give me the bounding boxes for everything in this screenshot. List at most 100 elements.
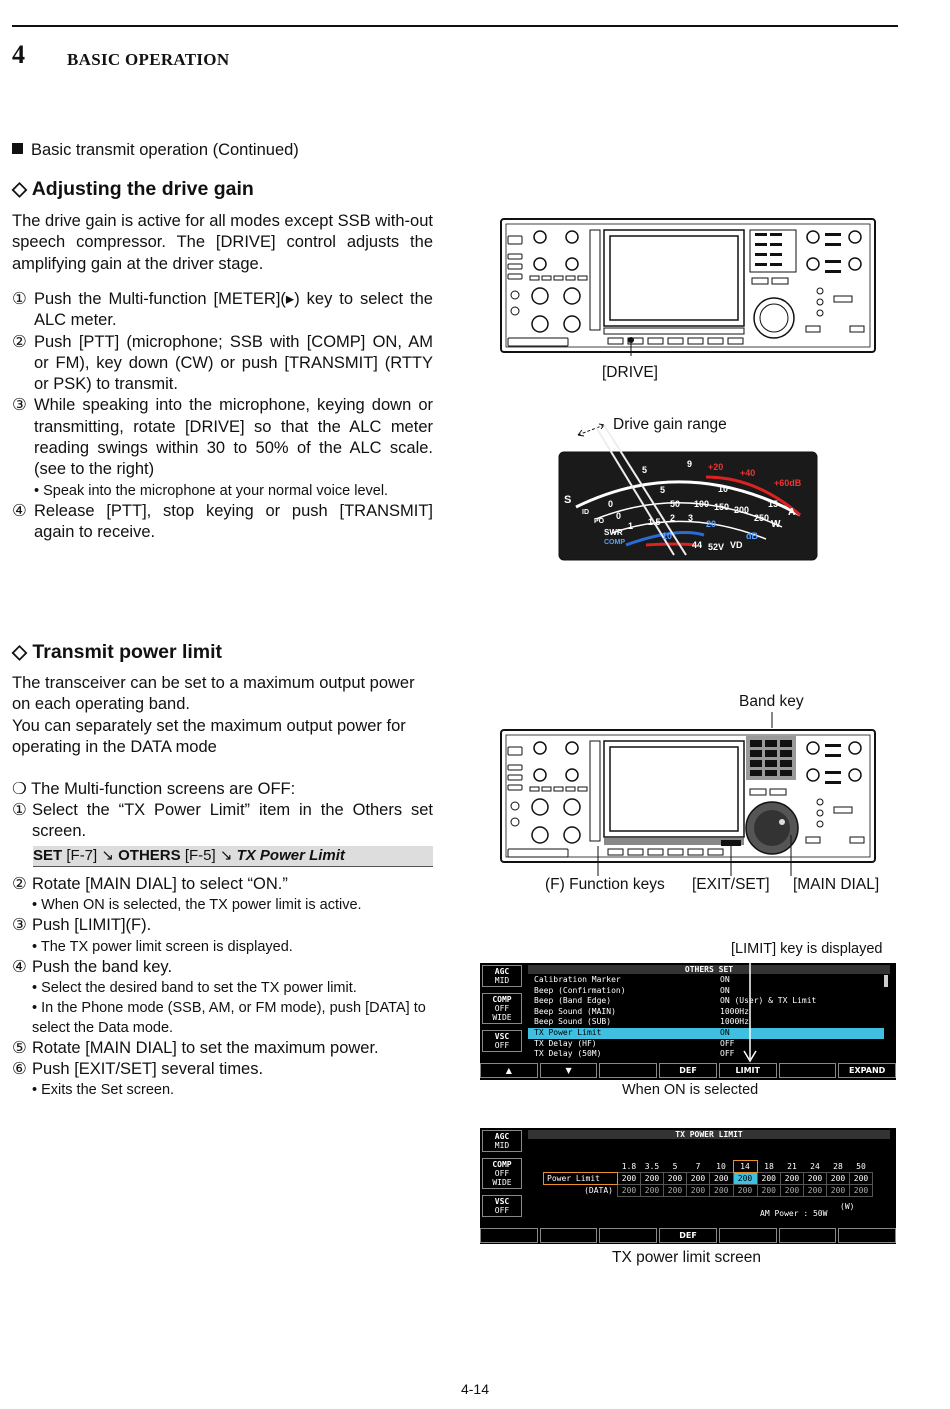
limit-key-displayed-label: [LIMIT] key is displayed [731,941,883,957]
band-header: 3.5 [644,1161,660,1171]
up-key[interactable]: ▲ [480,1063,538,1078]
svg-text:10: 10 [662,531,672,541]
band-header-selected: 14 [732,1160,758,1173]
svg-text:PO: PO [594,518,605,525]
list-item[interactable]: Beep (Confirmation)ON [534,985,730,995]
meter-scale-text: S 5 9 +20 +40 +60dB 0 5 50 100 150 200 2… [564,459,802,552]
tx-limit-intro: The transceiver can be set to a maximum … [12,674,415,756]
function-key-blank[interactable] [539,1228,598,1243]
svg-text:COMP: COMP [604,539,625,546]
scrollbar[interactable] [884,975,888,987]
svg-text:15: 15 [768,499,778,509]
unit-label: (W) [840,1202,855,1211]
tx-power-limit-screen-caption: TX power limit screen [612,1249,762,1266]
tx-power-limit-title: TX POWER LIMIT [528,1130,890,1139]
drive-gain-heading: ◇ Adjusting the drive gain [12,178,254,200]
circle-bullet-icon: ❍ [12,780,27,798]
tx-power-limit-heading: ◇ Transmit power limit [12,641,223,663]
multi-function-off: ❍ The Multi-function screens are OFF: [12,780,296,798]
svg-text:S: S [564,494,571,506]
square-bullet-icon [12,143,23,154]
band-header: 10 [716,1161,726,1171]
step-note: • When ON is selected, the TX power limi… [32,897,362,914]
list-item[interactable]: Beep (Band Edge)ON (User) & TX Limit [534,996,817,1006]
function-key-blank[interactable] [778,1063,837,1078]
row-label: (DATA) [584,1186,613,1196]
band-header: 1.8 [621,1161,637,1171]
diamond-icon: ◇ [12,641,27,663]
function-key-blank[interactable] [778,1228,837,1243]
svg-text:A: A [788,507,795,518]
svg-text:52V: 52V [708,542,724,552]
svg-text:20: 20 [706,519,716,529]
chapter-title: BASIC OPERATION [67,50,230,69]
function-key-row: ▲ ▼ DEF LIMIT EXPAND [480,1063,897,1078]
function-key-blank[interactable] [599,1063,658,1078]
svg-text:50: 50 [670,499,680,509]
list-item[interactable]: TX Delay (50M)OFF [534,1049,735,1059]
function-key-row: DEF [480,1228,897,1243]
main-dial-label: [MAIN DIAL] [793,876,880,893]
function-key-blank[interactable] [838,1228,897,1243]
page-number: 4-14 [460,1381,490,1397]
svg-text:2: 2 [670,513,675,523]
list-item[interactable]: TX Delay (HF)OFF [534,1038,735,1048]
svg-text:0: 0 [616,511,621,521]
expand-key[interactable]: EXPAND [838,1063,897,1078]
others-set-title: OTHERS SET [528,965,890,974]
def-key[interactable]: DEF [659,1063,717,1078]
diamond-icon: ◇ [12,178,27,200]
table-row: Power Limit 200 200 200 200 200 200 200 … [543,1172,873,1185]
drive-gain-range-label: Drive gain range [613,416,727,433]
down-key[interactable]: ▼ [539,1063,598,1078]
band-header: 24 [810,1161,820,1171]
am-power-label: AM Power : 50W [760,1209,828,1218]
limit-key[interactable]: LIMIT [718,1063,777,1078]
svg-text:SWR: SWR [604,528,623,537]
list-item[interactable]: Beep Sound (SUB)1000Hz [534,1017,749,1027]
svg-text:44: 44 [692,540,702,550]
step-note: • Speak into the microphone at your norm… [34,482,389,499]
function-key-blank[interactable] [480,1228,538,1243]
table-row: (DATA) 200 200 200 200 200 200 200 200 2… [544,1184,873,1197]
transceiver-illustration-2 [500,712,876,876]
svg-text:5: 5 [660,485,665,495]
band-header: 21 [787,1161,797,1171]
band-header: 50 [856,1161,866,1171]
function-keys-label: (F) Function keys [545,876,665,893]
power-limit-table: 1.8 3.5 5 7 10 14 18 21 24 28 50 Power L… [543,1160,873,1197]
svg-text:ID: ID [582,509,589,516]
step-note: • Select the desired band to set the TX … [32,979,357,996]
svg-text:W: W [771,519,781,530]
set-menu-path: SET [F-7] ↘ OTHERS [F-5] ↘ TX Power Limi… [33,846,433,867]
svg-text:1: 1 [628,521,633,531]
row-label: Power Limit [543,1172,618,1185]
list-item[interactable]: Beep Sound (MAIN)1000Hz [534,1006,749,1016]
function-key-blank[interactable] [599,1228,658,1243]
def-key[interactable]: DEF [659,1228,717,1243]
selected-cell[interactable]: 200 [733,1172,757,1185]
svg-text:10: 10 [718,484,728,494]
band-header: 18 [764,1161,774,1171]
exit-set-label: [EXIT/SET] [692,876,770,893]
function-key-blank[interactable] [718,1228,777,1243]
